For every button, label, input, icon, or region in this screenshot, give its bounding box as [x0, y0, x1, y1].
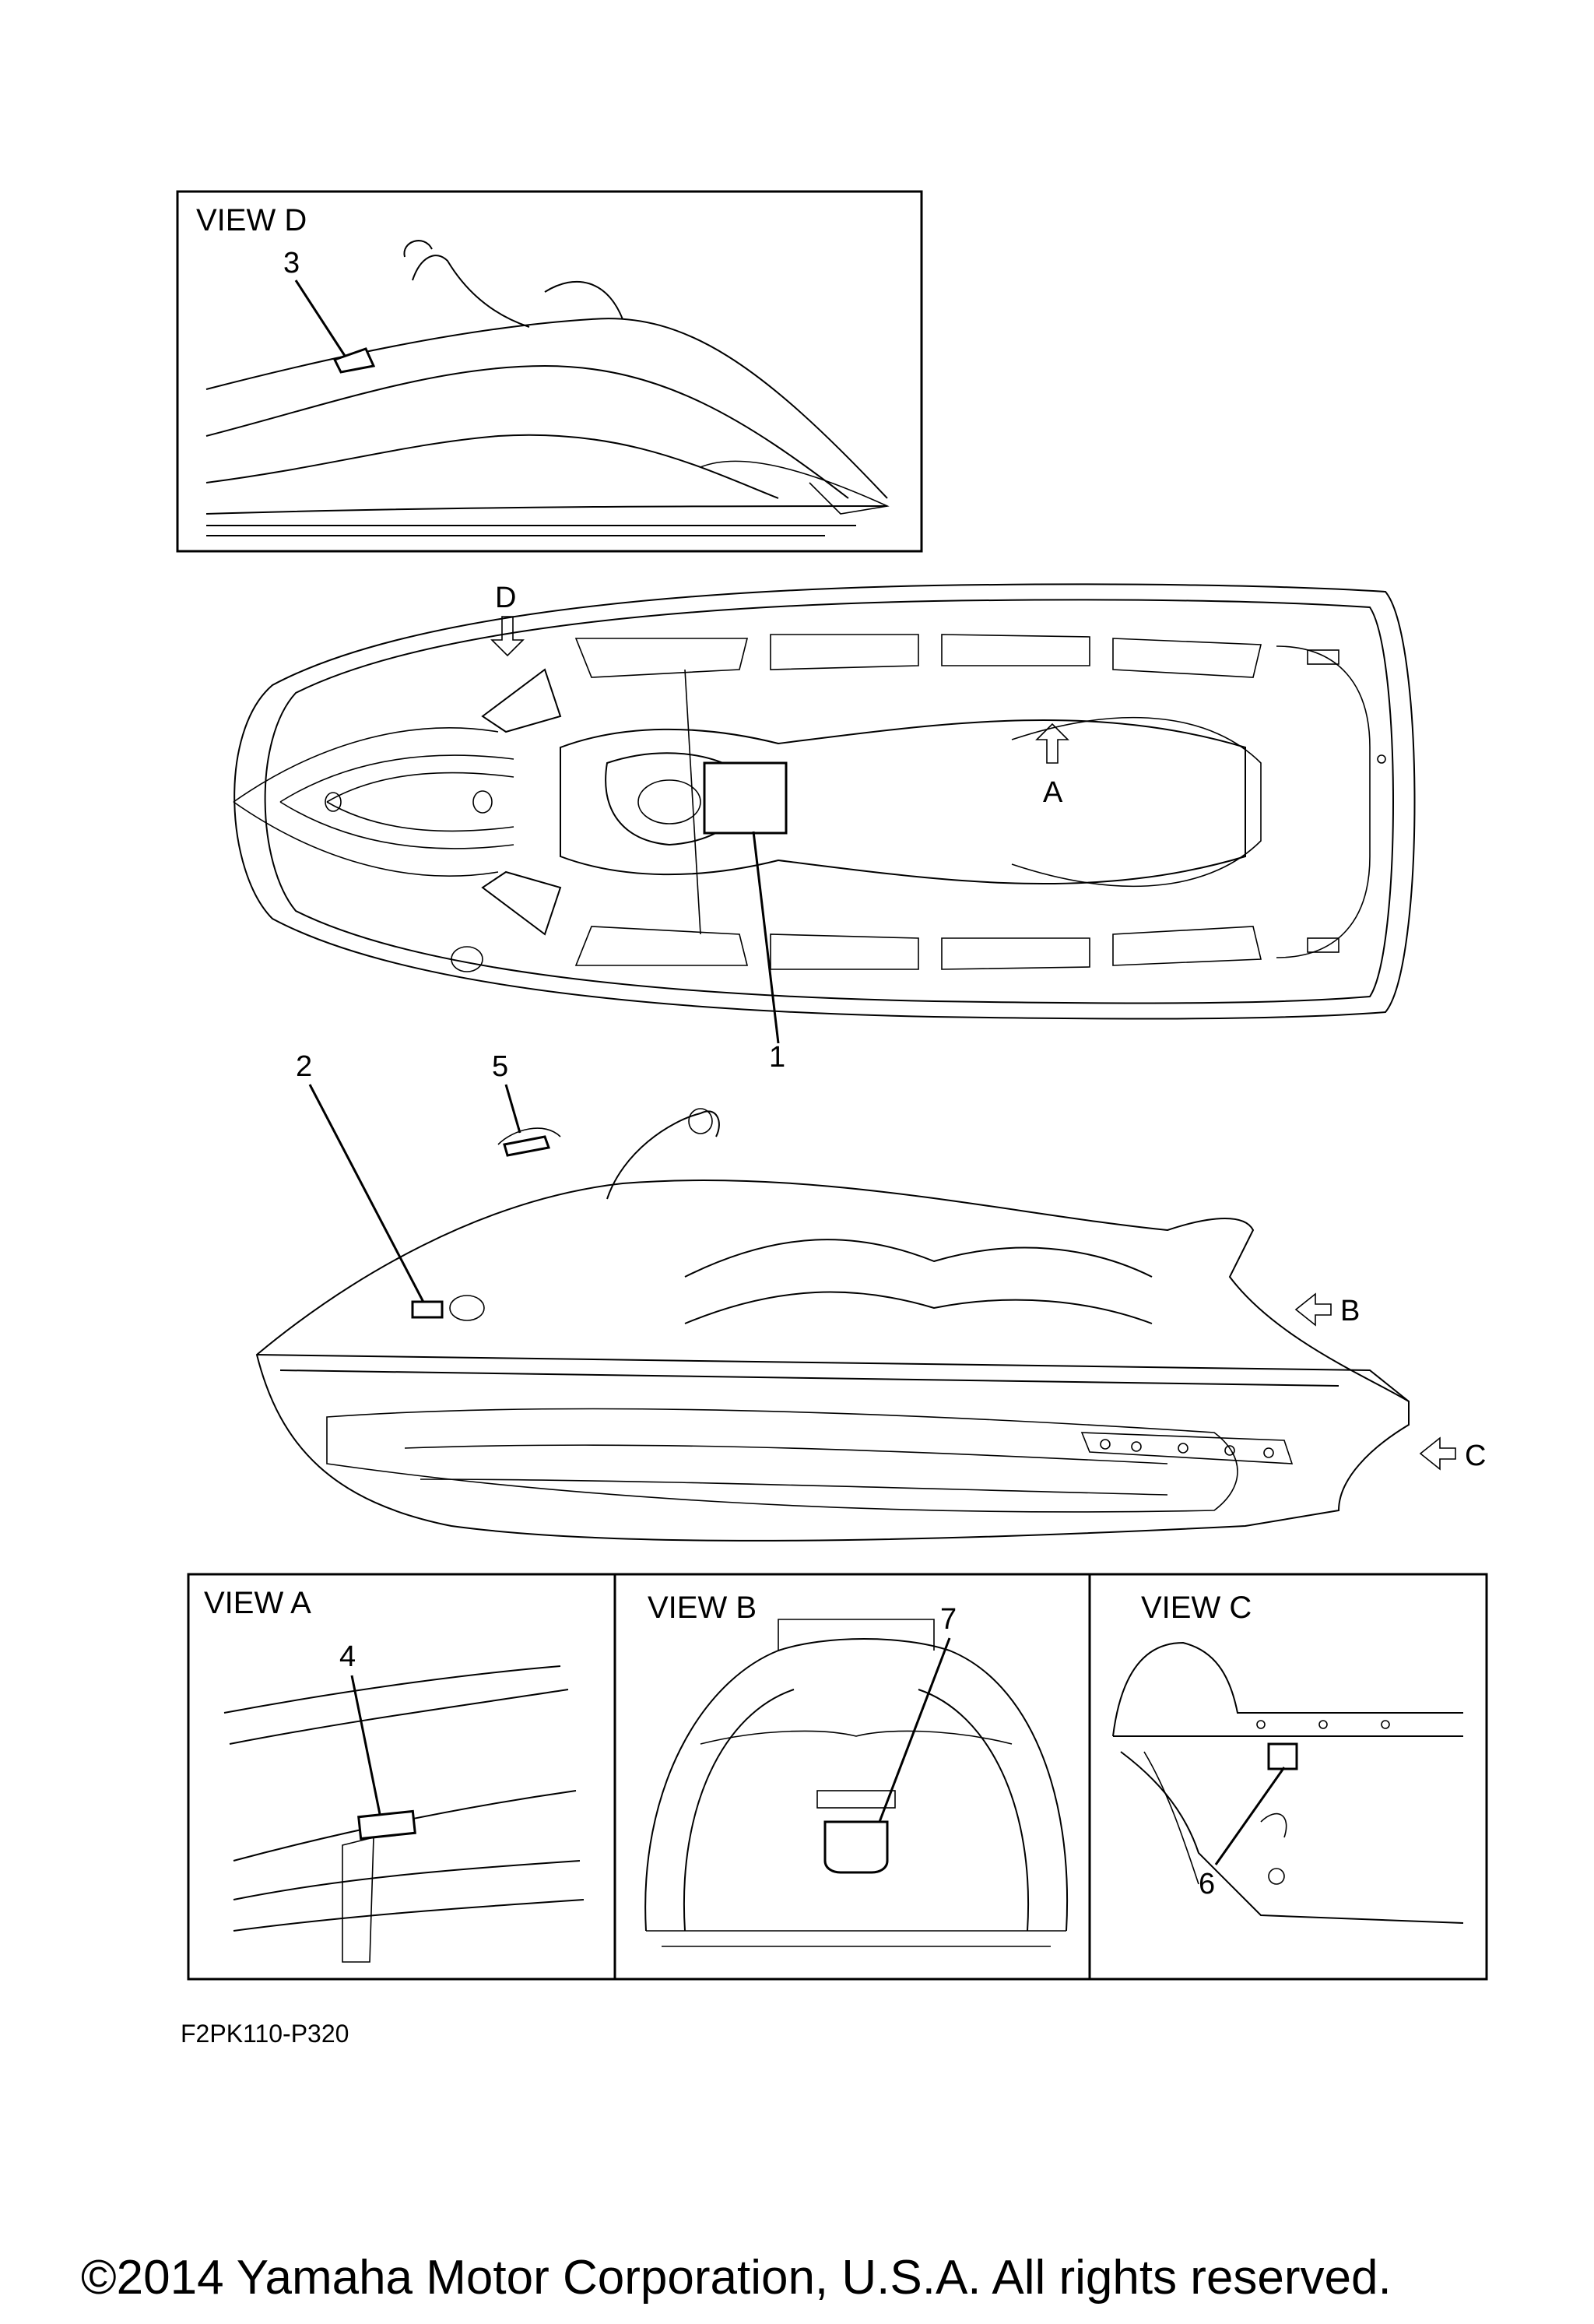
- view-b-title: VIEW B: [648, 1591, 757, 1625]
- arrow-c-label: C: [1465, 1440, 1486, 1472]
- side-view: 2 5 B C: [255, 1050, 1486, 1542]
- callout-7: 7: [940, 1603, 957, 1636]
- part-code: F2PK110-P320: [181, 2020, 349, 2048]
- view-d-title: VIEW D: [196, 203, 307, 237]
- top-view: D A: [233, 582, 1416, 1074]
- callout-3: 3: [283, 247, 300, 280]
- callout-4: 4: [339, 1640, 356, 1673]
- callout-2: 2: [296, 1050, 312, 1083]
- view-a-title: VIEW A: [204, 1586, 311, 1620]
- copyright-notice: ©2014 Yamaha Motor Corporation, U.S.A. A…: [81, 2251, 1392, 2305]
- view-d-panel: VIEW D 3: [176, 190, 923, 553]
- callout-1: 1: [769, 1041, 785, 1074]
- arrow-b-label: B: [1340, 1295, 1360, 1327]
- callout-5: 5: [492, 1050, 508, 1083]
- arrow-a-label: A: [1043, 776, 1063, 809]
- view-c-title: VIEW C: [1141, 1591, 1252, 1625]
- bottom-insets: VIEW A 4 VIEW B 7 VIEW C 6: [187, 1573, 1488, 1981]
- callout-6: 6: [1199, 1868, 1215, 1900]
- arrow-d-label: D: [495, 582, 516, 614]
